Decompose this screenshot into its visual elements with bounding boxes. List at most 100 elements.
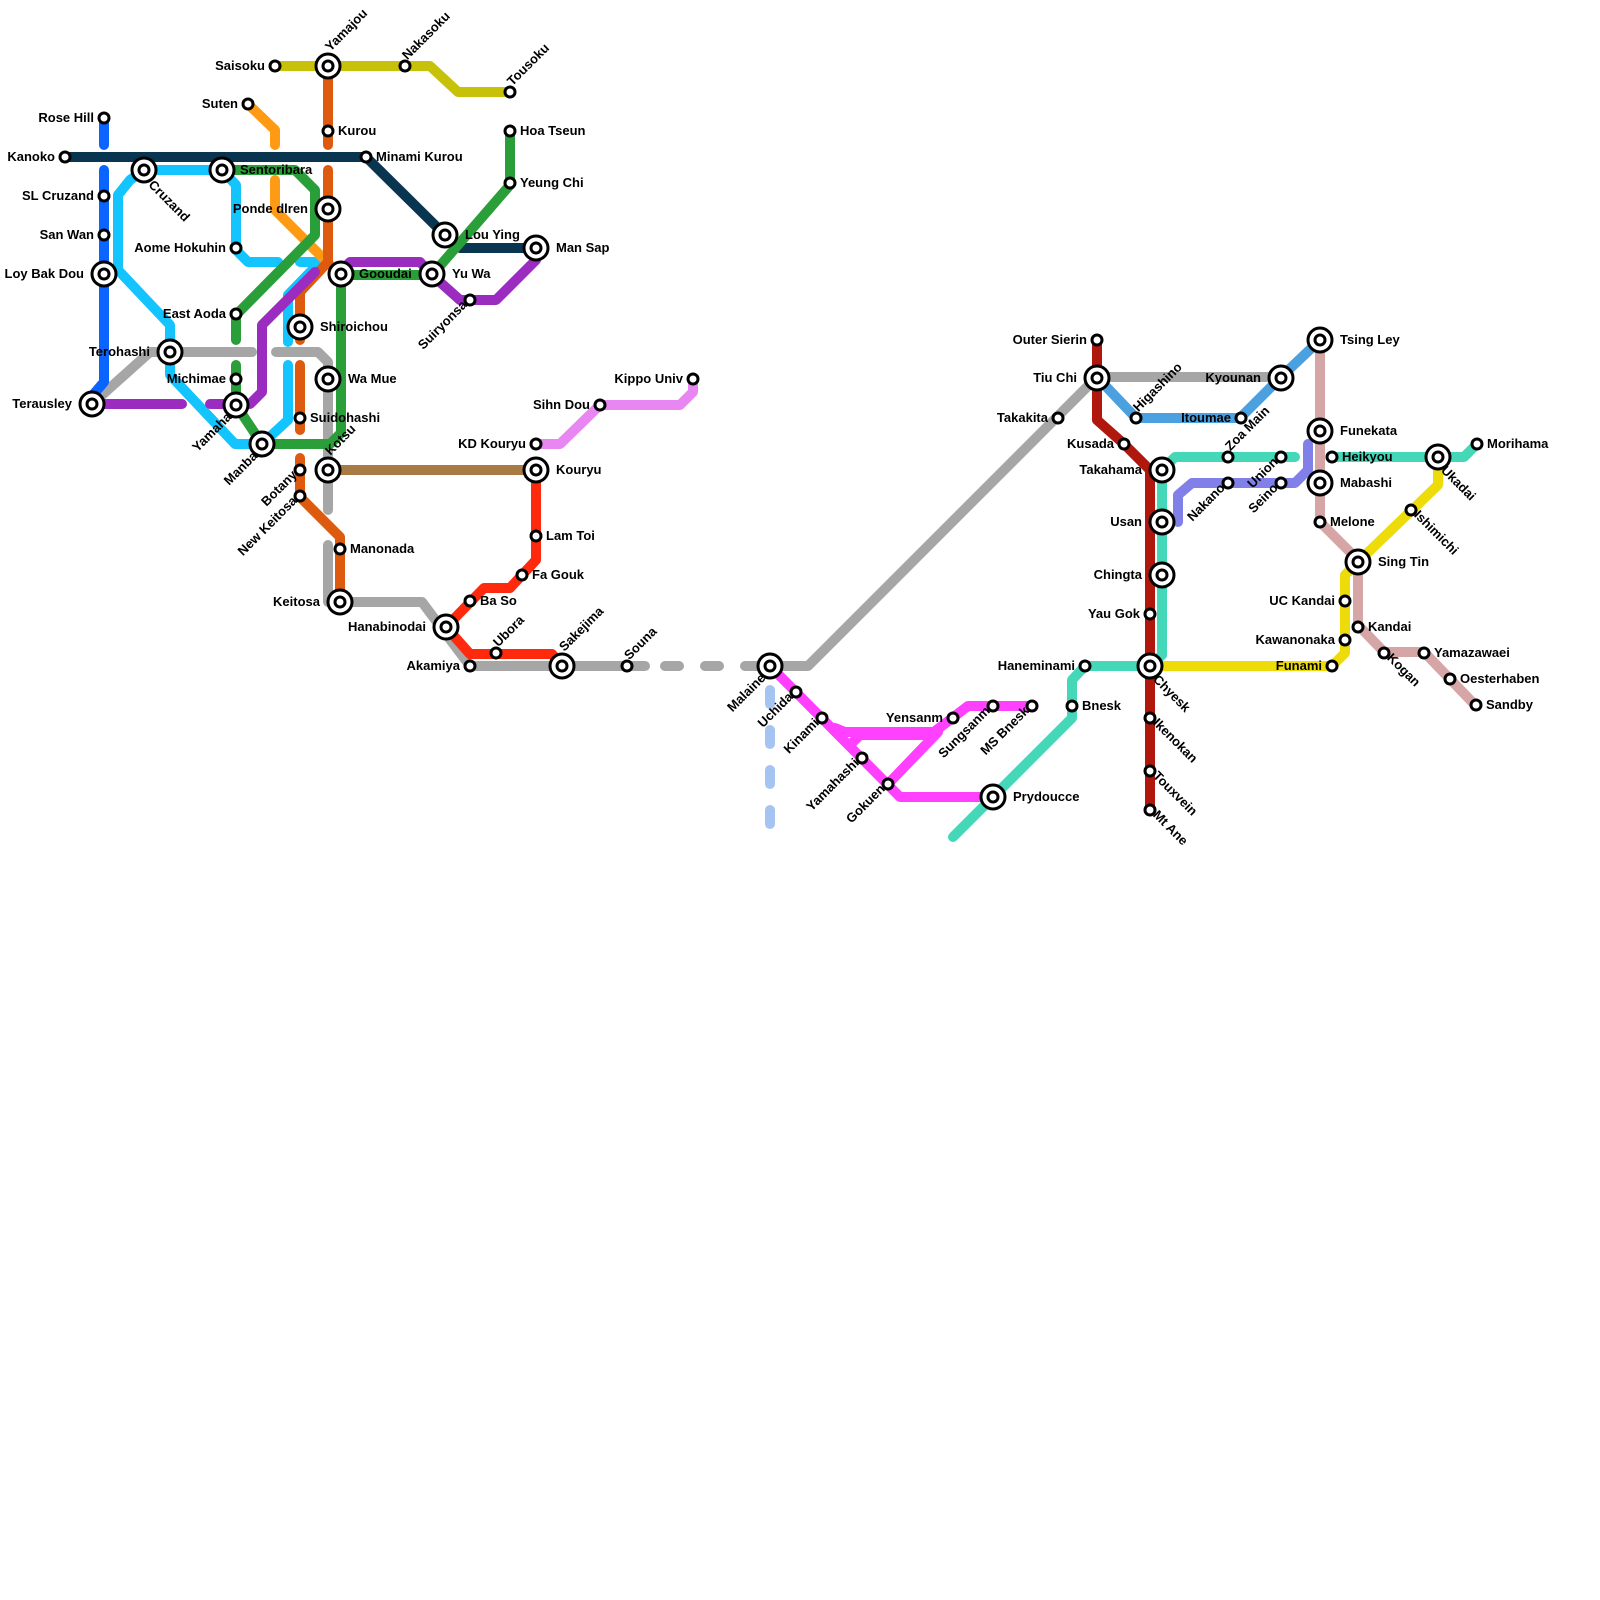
station-marker bbox=[988, 701, 998, 711]
station-gooudai[interactable]: Gooudai bbox=[329, 262, 412, 286]
station-label: Sakejima bbox=[556, 603, 607, 654]
station-marker bbox=[99, 113, 109, 123]
station-hanabinodai[interactable]: Hanabinodai bbox=[348, 615, 458, 639]
station-man-sap[interactable]: Man Sap bbox=[524, 236, 610, 260]
station-kouryu[interactable]: Kouryu bbox=[524, 458, 602, 482]
station-marker bbox=[243, 99, 253, 109]
station-minami-kurou[interactable]: Minami Kurou bbox=[361, 149, 463, 164]
station-loy-bak-dou[interactable]: Loy Bak Dou bbox=[5, 262, 116, 286]
station-label: Yu Wa bbox=[452, 266, 491, 281]
station-funami[interactable]: Funami bbox=[1276, 658, 1337, 673]
station-mabashi[interactable]: Mabashi bbox=[1308, 471, 1392, 495]
station-label: Minami Kurou bbox=[376, 149, 463, 164]
station-marker bbox=[1340, 635, 1350, 645]
interchange-marker-inner bbox=[139, 165, 149, 175]
station-label: Michimae bbox=[167, 371, 226, 386]
station-outer-sierin[interactable]: Outer Sierin bbox=[1013, 332, 1102, 347]
station-label: Funami bbox=[1276, 658, 1322, 673]
station-label: Cruzand bbox=[146, 177, 193, 224]
station-sing-tin[interactable]: Sing Tin bbox=[1346, 550, 1429, 574]
station-marker bbox=[1276, 452, 1286, 462]
station-east-aoda[interactable]: East Aoda bbox=[163, 306, 241, 321]
station-yau-gok[interactable]: Yau Gok bbox=[1088, 606, 1155, 621]
station-marker bbox=[817, 713, 827, 723]
station-takahama[interactable]: Takahama bbox=[1079, 458, 1174, 482]
interchange-marker-inner bbox=[217, 165, 227, 175]
station-chingta[interactable]: Chingta bbox=[1094, 563, 1174, 587]
station-sandby[interactable]: Sandby bbox=[1471, 697, 1534, 712]
station-suiryonsa[interactable]: Suiryonsa bbox=[415, 295, 475, 352]
station-marker bbox=[1027, 701, 1037, 711]
station-uc-kandai[interactable]: UC Kandai bbox=[1269, 593, 1350, 608]
station-label: Sentoribara bbox=[240, 162, 313, 177]
station-kippo-univ[interactable]: Kippo Univ bbox=[614, 371, 698, 386]
station-marker bbox=[1327, 661, 1337, 671]
station-label: Terohashi bbox=[89, 344, 150, 359]
station-marker bbox=[1223, 478, 1233, 488]
station-marker bbox=[1445, 674, 1455, 684]
station-gokuen[interactable]: Gokuen bbox=[843, 779, 893, 826]
station-marker bbox=[1471, 700, 1481, 710]
station-label: San Wan bbox=[40, 227, 94, 242]
station-label: Heikyou bbox=[1342, 449, 1393, 464]
station-funekata[interactable]: Funekata bbox=[1308, 419, 1398, 443]
station-marker bbox=[1276, 478, 1286, 488]
station-label: East Aoda bbox=[163, 306, 227, 321]
station-san-wan[interactable]: San Wan bbox=[40, 227, 109, 242]
interchange-marker-inner bbox=[1315, 478, 1325, 488]
station-marker bbox=[465, 596, 475, 606]
station-label: Tsing Ley bbox=[1340, 332, 1400, 347]
station-tousoku[interactable]: Tousoku bbox=[504, 40, 552, 97]
station-oesterhaben[interactable]: Oesterhaben bbox=[1445, 671, 1540, 686]
interchange-marker-inner bbox=[531, 465, 541, 475]
station-marker bbox=[1145, 609, 1155, 619]
station-marker bbox=[1119, 439, 1129, 449]
station-kinami[interactable]: Kinami bbox=[781, 713, 827, 756]
interchange-marker-inner bbox=[1276, 373, 1286, 383]
station-label: Suiryonsa bbox=[415, 297, 471, 353]
station-prydoucce[interactable]: Prydoucce bbox=[981, 785, 1079, 809]
station-label: Yensanm bbox=[886, 710, 943, 725]
station-hoa-tseun[interactable]: Hoa Tseun bbox=[505, 123, 586, 138]
station-marker bbox=[883, 779, 893, 789]
station-suten[interactable]: Suten bbox=[202, 96, 253, 111]
interchange-marker-inner bbox=[765, 661, 775, 671]
station-kurou[interactable]: Kurou bbox=[323, 123, 376, 138]
station-michimae[interactable]: Michimae bbox=[167, 371, 241, 386]
station-label: Prydoucce bbox=[1013, 789, 1079, 804]
station-morihama[interactable]: Morihama bbox=[1472, 436, 1549, 451]
station-aome-hokuhin[interactable]: Aome Hokuhin bbox=[134, 240, 241, 255]
station-marker bbox=[99, 230, 109, 240]
station-manonada[interactable]: Manonada bbox=[335, 541, 415, 556]
station-label: Suten bbox=[202, 96, 238, 111]
station-yu-wa[interactable]: Yu Wa bbox=[420, 262, 491, 286]
station-uchida[interactable]: Uchida bbox=[755, 687, 801, 730]
station-rose-hill[interactable]: Rose Hill bbox=[38, 110, 109, 125]
station-usan[interactable]: Usan bbox=[1110, 510, 1174, 534]
station-kanoko[interactable]: Kanoko bbox=[7, 149, 70, 164]
station-label: SL Cruzand bbox=[22, 188, 94, 203]
station-label: Uchida bbox=[755, 689, 797, 731]
station-ba-so[interactable]: Ba So bbox=[465, 593, 517, 608]
station-label: Chingta bbox=[1094, 567, 1143, 582]
station-kawanonaka[interactable]: Kawanonaka bbox=[1256, 632, 1350, 647]
station-ishimichi[interactable]: Ishimichi bbox=[1406, 505, 1462, 558]
station-label: Wa Mue bbox=[348, 371, 397, 386]
station-yeung-chi[interactable]: Yeung Chi bbox=[505, 175, 584, 190]
station-marker bbox=[295, 491, 305, 501]
station-tiu-chi[interactable]: Tiu Chi bbox=[1033, 366, 1109, 390]
station-tsing-ley[interactable]: Tsing Ley bbox=[1308, 328, 1400, 352]
station-label: Terausley bbox=[12, 396, 73, 411]
station-label: Ukadai bbox=[1438, 463, 1479, 504]
station-suidohashi[interactable]: Suidohashi bbox=[295, 410, 380, 425]
station-marker bbox=[595, 400, 605, 410]
station-terausley[interactable]: Terausley bbox=[12, 392, 104, 416]
station-kd-kouryu[interactable]: KD Kouryu bbox=[458, 436, 541, 451]
interchange-marker-inner bbox=[165, 347, 175, 357]
station-saisoku[interactable]: Saisoku bbox=[215, 58, 280, 73]
station-sl-cruzand[interactable]: SL Cruzand bbox=[22, 188, 109, 203]
station-wa-mue[interactable]: Wa Mue bbox=[316, 367, 397, 391]
station-label: Tousoku bbox=[504, 40, 552, 88]
station-kyounan[interactable]: Kyounan bbox=[1205, 366, 1293, 390]
station-keitosa[interactable]: Keitosa bbox=[273, 590, 352, 614]
